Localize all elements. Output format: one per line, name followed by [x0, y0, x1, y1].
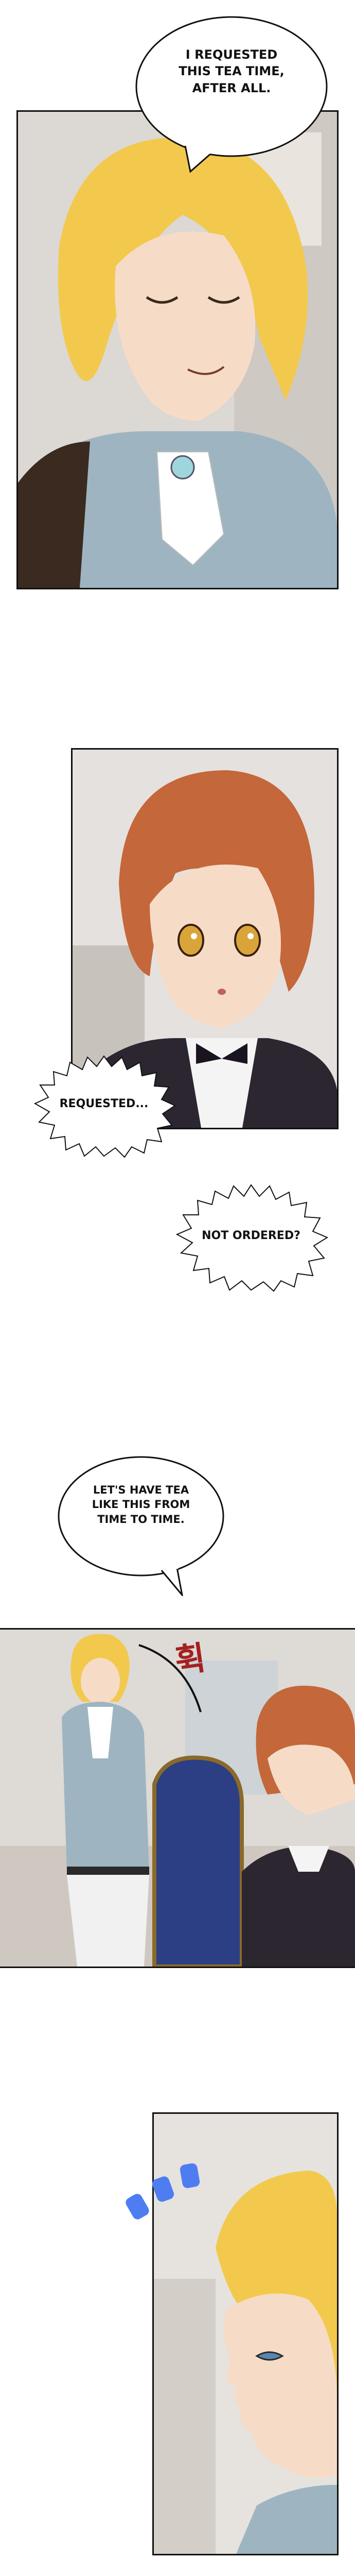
- thought-bubble-2: [33, 1055, 176, 1158]
- dialogue-line-2: REQUESTED...: [59, 1097, 149, 1110]
- speed-marks: [126, 2163, 200, 2219]
- panel-4-art: [154, 2114, 337, 2554]
- speech-bubble-1: [135, 16, 328, 173]
- panel-3: [0, 1628, 355, 1968]
- thought-bubble-3: [175, 1184, 329, 1292]
- panel-3-art: [0, 1630, 355, 1967]
- panel-1: [16, 110, 339, 589]
- sfx-whoosh: 휙: [172, 1638, 208, 1681]
- speech-bubble-4: [58, 1456, 224, 1596]
- panel-1-art: [18, 112, 337, 588]
- dialogue-line-1: I REQUESTED THIS TEA TIME, AFTER ALL.: [179, 47, 285, 95]
- dialogue-line-3: NOT ORDERED?: [202, 1229, 300, 1242]
- dialogue-line-4: LET'S HAVE TEA LIKE THIS FROM TIME TO TI…: [92, 1484, 190, 1526]
- panel-4: [152, 2112, 339, 2555]
